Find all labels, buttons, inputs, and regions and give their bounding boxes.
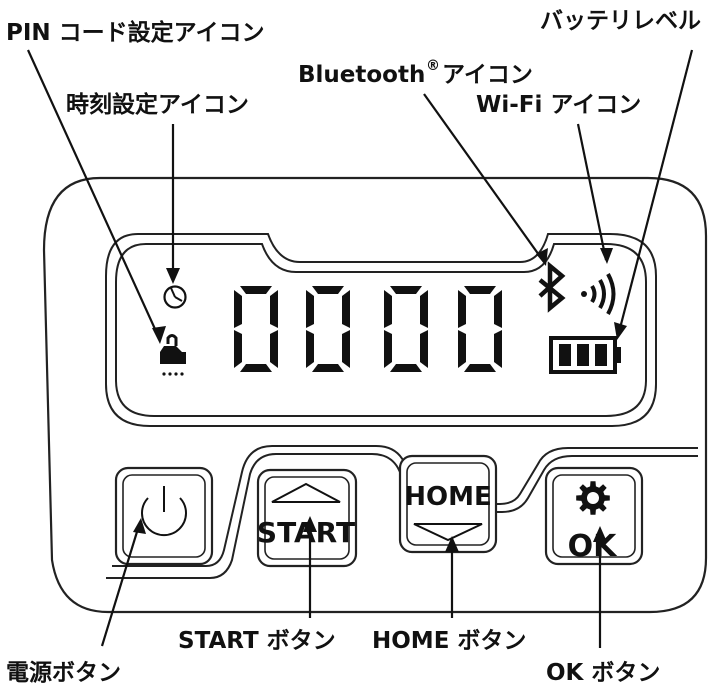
gear-icon	[576, 481, 610, 515]
home-button-label: HOME	[404, 482, 492, 512]
clock-icon	[163, 285, 187, 309]
digit-3-segment-d	[390, 364, 422, 372]
digit-1-segment-d	[240, 364, 272, 372]
digit-2-segment-f	[306, 290, 314, 328]
digit-display	[234, 286, 502, 372]
arrow-time	[166, 268, 180, 284]
leader-wifi	[576, 123, 608, 261]
digit-4-segment-a	[464, 286, 496, 294]
battery-icon	[549, 336, 621, 374]
label-pin-code-icon: PIN コード設定アイコン	[6, 19, 265, 46]
leader-power	[100, 521, 142, 647]
down-triangle-icon	[413, 523, 483, 542]
lcd-screen	[105, 233, 657, 427]
pin-code-icon	[160, 334, 186, 376]
label-bluetooth-registered: ®	[426, 58, 440, 74]
digit-3-segment-f	[384, 290, 392, 328]
arrow-pin	[152, 326, 166, 344]
digit-2-segment-b	[342, 290, 350, 328]
arrow-power	[133, 518, 146, 534]
digit-4-segment-c	[494, 330, 502, 368]
ok-button-label: OK	[568, 529, 619, 564]
digit-3-segment-c	[420, 330, 428, 368]
label-wifi-icon: Wi-Fi アイコン	[476, 92, 641, 118]
digit-1-segment-c	[270, 330, 278, 368]
arrow-bluetooth	[536, 248, 548, 266]
leader-bluetooth	[423, 93, 545, 263]
digit-3-segment-e	[384, 330, 392, 368]
arrow-start	[303, 516, 317, 532]
leader-arrowheads	[133, 248, 627, 552]
arrow-home	[445, 536, 459, 552]
label-battery-level: バッテリレベル	[540, 8, 701, 34]
arrow-wifi	[600, 248, 613, 264]
digit-4-segment-d	[464, 364, 496, 372]
label-start-button: START ボタン	[178, 628, 336, 654]
label-ok-button: OK ボタン	[546, 660, 660, 686]
digit-3-segment-a	[390, 286, 422, 294]
label-home-button: HOME ボタン	[372, 628, 526, 654]
leader-lines	[26, 49, 694, 648]
label-bluetooth-suffix: アイコン	[442, 62, 533, 88]
digit-2-segment-e	[306, 330, 314, 368]
lcd-screen-inner	[115, 243, 647, 417]
wifi-icon	[581, 273, 616, 315]
arrow-battery	[614, 322, 627, 340]
digit-2-segment-c	[342, 330, 350, 368]
gear-icon-hole	[587, 492, 599, 504]
ok-button[interactable]: OK	[544, 466, 644, 566]
power-button[interactable]	[114, 466, 214, 566]
digit-3-segment-b	[420, 290, 428, 328]
label-power-button: 電源ボタン	[6, 660, 121, 686]
label-bluetooth-icon: Bluetooth	[298, 62, 425, 88]
start-button-label: START	[257, 516, 355, 549]
leader-battery	[616, 49, 694, 337]
leader-pin	[26, 49, 162, 341]
home-button[interactable]: HOME	[398, 454, 498, 554]
arrow-ok	[593, 526, 607, 542]
digit-4-segment-e	[458, 330, 466, 368]
start-button[interactable]: START	[256, 468, 358, 568]
up-triangle-icon	[271, 482, 341, 503]
label-time-setting-icon: 時刻設定アイコン	[66, 91, 249, 118]
bluetooth-icon	[538, 261, 566, 313]
power-icon	[141, 486, 187, 537]
digit-1-segment-f	[234, 290, 242, 328]
digit-1-segment-e	[234, 330, 242, 368]
digit-1-segment-a	[240, 286, 272, 294]
digit-4-segment-f	[458, 290, 466, 328]
digit-1-segment-b	[270, 290, 278, 328]
digit-2-segment-a	[312, 286, 344, 294]
digit-4-segment-b	[494, 290, 502, 328]
digit-2-segment-d	[312, 364, 344, 372]
